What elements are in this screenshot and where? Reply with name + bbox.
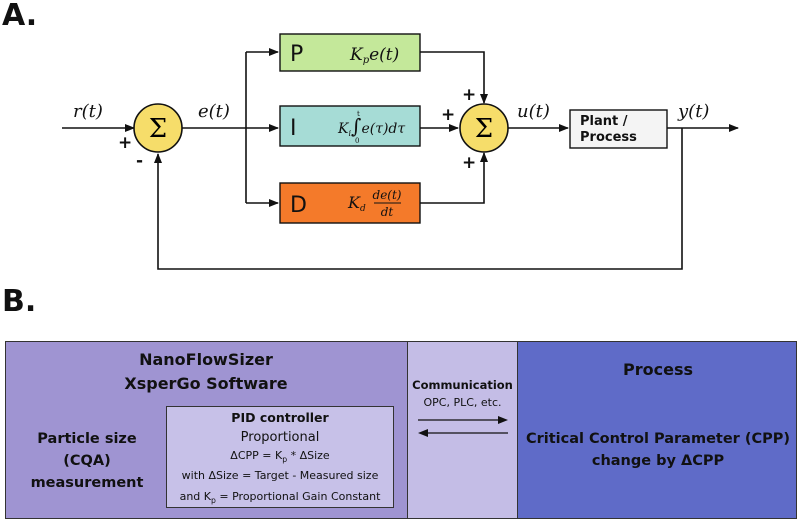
i-block: I Ki∫e(τ)dτ t 0 (279, 105, 421, 147)
pid-block-diagram: Σ Σ + - + + + r(t) e(t) u(t) y(t) P Kpe(… (62, 33, 739, 270)
sum-symbol-1: Σ (149, 114, 167, 144)
communication-title: Communication (412, 378, 513, 392)
pid-eq-sub: p (282, 455, 288, 465)
plus-sign-p: + (462, 85, 476, 105)
sum-signs: + - + + + (118, 85, 476, 173)
plus-sign-r: + (118, 133, 132, 153)
panel-b-label: B. (2, 284, 37, 319)
communication-box: Communication OPC, PLC, etc. (408, 341, 517, 519)
cqa-line1: Particle size (CQA) (37, 431, 137, 469)
process-box: Process Critical Control Parameter (CPP)… (517, 341, 797, 519)
signal-wires (62, 48, 739, 270)
d-denominator: dt (381, 205, 394, 219)
process-title: Process (623, 360, 693, 379)
arrow-right-head (498, 416, 508, 424)
cpp-change-label: Critical Control Parameter (CPP) change … (518, 428, 798, 472)
bidirectional-arrows (418, 416, 508, 437)
pid-equation-line: ΔCPP = Kp * ΔSize (167, 449, 393, 467)
d-output-wire (420, 152, 488, 204)
pid-gain-suffix: = Proportional Gain Constant (215, 490, 381, 503)
pid-controller-box: PID controller Proportional ΔCPP = Kp * … (166, 406, 394, 508)
d-block: D Kd de(t) dt (279, 182, 421, 224)
plus-sign-d: + (462, 153, 476, 173)
pid-gain-prefix: and K (179, 490, 211, 503)
pid-eq-suffix: * ΔSize (287, 449, 330, 462)
nanoflowsizer-box: NanoFlowSizer XsperGo Software Particle … (5, 341, 408, 519)
summing-junction-1: Σ (133, 103, 183, 153)
i-letter: I (290, 116, 297, 141)
d-numerator: de(t) (373, 188, 402, 202)
p-output-wire (420, 51, 488, 104)
pid-size-definition: with ΔSize = Target - Measured size (181, 469, 379, 482)
integral-lower-limit: 0 (355, 137, 359, 145)
cqa-measurement-label: Particle size (CQA) measurement (12, 428, 162, 494)
arrow-left-head (418, 429, 428, 437)
cpp-line2: change by ΔCPP (591, 453, 725, 469)
p-letter: P (290, 42, 303, 67)
summing-junction-2: Σ (459, 103, 509, 153)
minus-sign-feedback: - (136, 151, 143, 171)
d-letter: D (290, 193, 307, 218)
plant-line1: Plant / (580, 114, 628, 129)
pid-eq-prefix: ΔCPP = K (230, 449, 283, 462)
signal-u: u(t) (517, 101, 550, 122)
pid-gain-sub: p (211, 496, 216, 506)
signal-y: y(t) (677, 101, 709, 122)
nanoflowsizer-title-line2: XsperGo Software (124, 374, 288, 393)
nanoflowsizer-title: NanoFlowSizer XsperGo Software (116, 348, 296, 396)
p-block: P Kpe(t) (279, 33, 421, 72)
plant-line2: Process (580, 130, 637, 145)
pid-mode: Proportional (240, 430, 320, 445)
p-formula: Kpe(t) (349, 45, 399, 66)
feedback-wire (154, 128, 683, 270)
plus-sign-i: + (441, 105, 455, 125)
communication-protocols: OPC, PLC, etc. (423, 396, 502, 409)
panel-a-label: A. (2, 0, 38, 33)
nanoflowsizer-title-line1: NanoFlowSizer (139, 350, 273, 369)
cpp-line1: Critical Control Parameter (CPP) (525, 431, 791, 447)
pid-gain-definition: and Kp = Proportional Gain Constant (167, 490, 393, 508)
cqa-line2: measurement (30, 475, 144, 491)
sum-symbol-2: Σ (475, 114, 493, 144)
signal-labels: r(t) e(t) u(t) y(t) (73, 101, 709, 122)
signal-e: e(t) (198, 101, 230, 122)
integral-upper-limit: t (357, 110, 360, 118)
pid-title: PID controller (231, 410, 329, 425)
signal-r: r(t) (73, 101, 103, 122)
plant-block: Plant / Process (569, 109, 668, 149)
panel-b-system-diagram: NanoFlowSizer XsperGo Software Particle … (5, 341, 797, 519)
